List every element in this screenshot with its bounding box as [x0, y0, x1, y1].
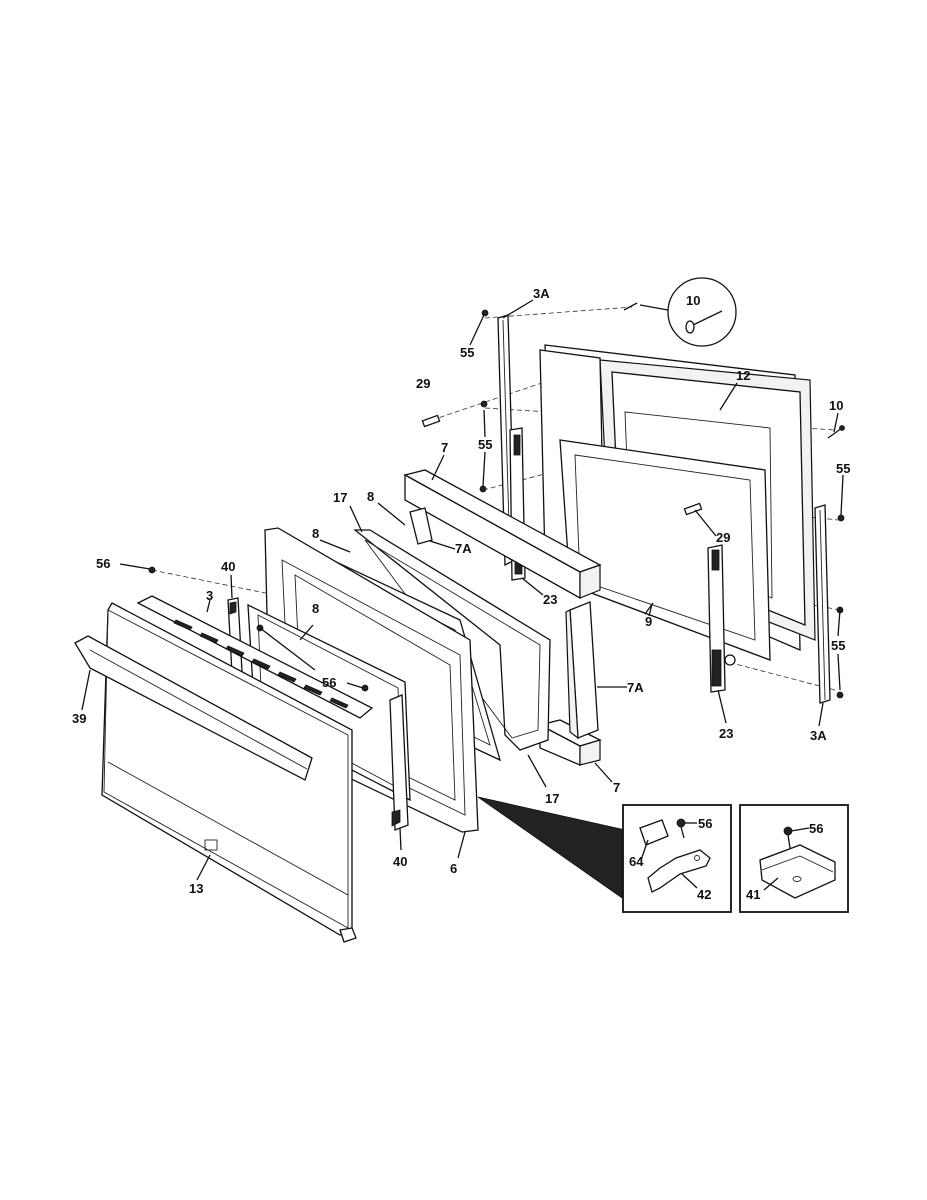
label-3a-bot: 3A	[810, 728, 827, 743]
label-56-mid: 56	[322, 675, 336, 690]
part-64-pad	[639, 819, 669, 846]
label-9: 9	[645, 614, 652, 629]
leader-lines	[81, 299, 844, 891]
label-inset1-56: 56	[698, 816, 712, 831]
label-8-lower: 8	[312, 601, 319, 616]
pin-29-right	[683, 502, 703, 516]
label-7-top: 7	[441, 440, 448, 455]
label-10-circle: 10	[686, 293, 700, 308]
screw-55-top	[481, 309, 489, 317]
part-41-bracket	[759, 844, 836, 899]
label-23-top: 23	[543, 592, 557, 607]
vent-slots	[173, 619, 349, 709]
part-56-screw-inset2	[783, 826, 793, 836]
screw-55-right3	[836, 691, 844, 699]
label-55-top: 55	[460, 345, 474, 360]
label-7a-bot: 7A	[627, 680, 644, 695]
part-7-insulation-top	[403, 469, 602, 600]
pin-29-top	[421, 414, 441, 428]
label-40-top: 40	[221, 559, 235, 574]
label-23-bot: 23	[719, 726, 733, 741]
label-39: 39	[72, 711, 86, 726]
part-42-clip	[647, 849, 711, 893]
label-17-top: 17	[333, 490, 347, 505]
label-7a-top: 7A	[455, 541, 472, 556]
part-3-vent-trim	[136, 595, 374, 719]
label-40-bot: 40	[393, 854, 407, 869]
part-56-screw-inset1	[676, 818, 686, 828]
part-39-handle	[74, 635, 313, 781]
label-55-right-bot: 55	[831, 638, 845, 653]
label-29-right: 29	[716, 530, 730, 545]
screw-55-mid2	[479, 485, 487, 493]
label-56-left: 56	[96, 556, 110, 571]
label-inset1-42: 42	[697, 887, 711, 902]
label-3: 3	[206, 588, 213, 603]
label-12: 12	[736, 368, 750, 383]
label-inset2-56: 56	[809, 821, 823, 836]
inset-pointer-wedge	[477, 796, 626, 901]
label-55-mid: 55	[478, 437, 492, 452]
label-8-top: 8	[367, 489, 374, 504]
label-55-right-top: 55	[836, 461, 850, 476]
part-3a-side-trim-right	[814, 504, 831, 704]
fasteners	[148, 302, 845, 699]
label-13: 13	[189, 881, 203, 896]
label-inset2-41: 41	[746, 887, 760, 902]
label-8-mid: 8	[312, 526, 319, 541]
part-7a-insulation-side	[409, 507, 599, 740]
label-10-right: 10	[829, 398, 843, 413]
part-23-hinge-lower	[707, 544, 736, 693]
part-40-bracket-bottom	[389, 694, 409, 831]
label-3a-top: 3A	[533, 286, 550, 301]
inset-box-2	[739, 804, 849, 913]
screw-56-left	[148, 566, 156, 574]
label-inset1-64: 64	[629, 854, 644, 869]
screw-55-right	[837, 514, 845, 522]
label-7-bot: 7	[613, 780, 620, 795]
label-17-bot: 17	[545, 791, 559, 806]
screw-55-mid	[480, 400, 488, 408]
callout-labels: 3A 10 55 12 29 10 55 7 55 17 8 7A 29 8 2…	[72, 286, 850, 902]
callout-circle-10	[639, 277, 737, 347]
label-6: 6	[450, 861, 457, 876]
label-29-top: 29	[416, 376, 430, 391]
